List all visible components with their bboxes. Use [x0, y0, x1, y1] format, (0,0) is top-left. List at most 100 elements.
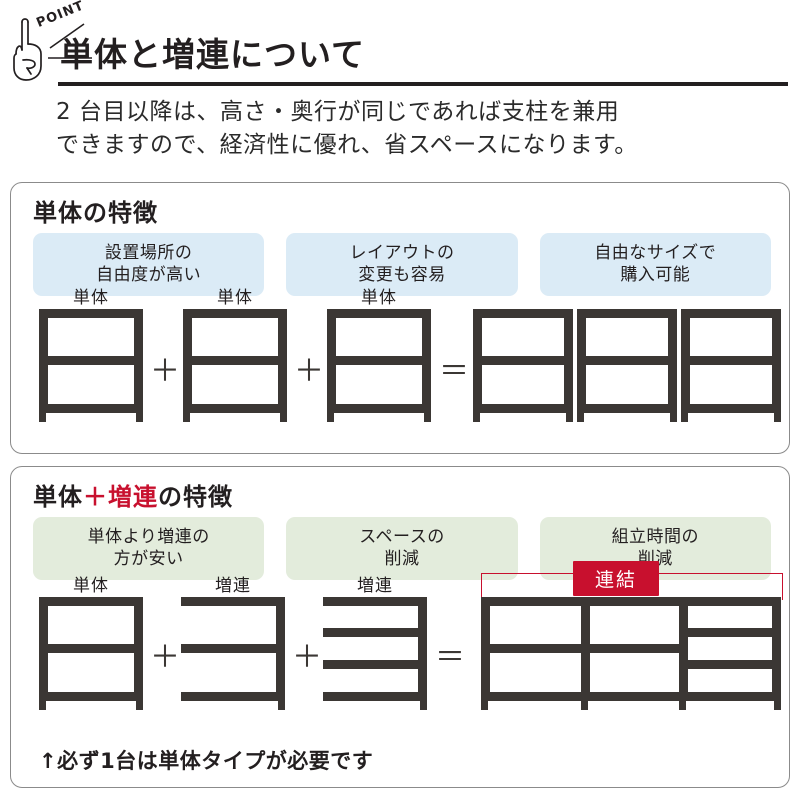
result-connected-unit [481, 597, 781, 710]
leg-mid-1 [581, 701, 588, 710]
unit-caption: 単体 [73, 288, 109, 308]
leg-right [136, 413, 143, 422]
footnote: ↑必ず1台は単体タイプが必要です [39, 749, 374, 773]
leg-left [39, 701, 46, 710]
operator-equals: ＝ [435, 640, 465, 675]
result-shelf-unit [473, 309, 573, 422]
shelf-2 [323, 628, 427, 637]
shelf-middle [39, 356, 143, 365]
panel-combo-title-part1: 単体 [33, 483, 83, 511]
leg-right [136, 701, 143, 710]
shelf-bottom [39, 692, 143, 701]
shelf-bottom [323, 692, 427, 701]
shelf-bottom [473, 404, 573, 413]
shelf-unit-addon: 増連 [323, 576, 427, 710]
shelf-top [681, 309, 781, 318]
lead-line-1: 2 台目以降は、高さ・奥行が同じであれば支柱を兼用 [56, 99, 620, 125]
leg-right [278, 701, 285, 710]
lead-paragraph: 2 台目以降は、高さ・奥行が同じであれば支柱を兼用 できますので、経済性に優れ、… [56, 96, 756, 161]
shelf-bottom [681, 404, 781, 413]
pointing-hand-icon [13, 18, 42, 81]
shelf-top [473, 309, 573, 318]
feature-list-combo: 単体より増連の方が安い スペースの削減 組立時間の削減 [33, 517, 771, 580]
operator-plus: ＋ [292, 640, 322, 675]
leg-right [420, 701, 427, 710]
bay1-shelf-middle [481, 644, 590, 653]
connection-badge: 連結 [573, 561, 660, 596]
leg-left [39, 413, 46, 422]
leg-right [774, 701, 781, 710]
post-right [772, 597, 781, 701]
unit-caption: 単体 [361, 288, 397, 308]
shelf-bottom-full [481, 692, 781, 701]
leg-left [183, 413, 190, 422]
panel-combo-title-plus: ＋ [83, 483, 108, 511]
shelf-top [181, 597, 285, 606]
shelf-top [577, 309, 677, 318]
panel-single-title: 単体の特徴 [33, 199, 158, 227]
leg-left [327, 413, 334, 422]
panel-combo-title-part2: 増連 [108, 483, 158, 511]
panel-single-unit: 単体の特徴 設置場所の自由度が高い レイアウトの変更も容易 自由なサイズで購入可… [10, 182, 790, 454]
leg-right [670, 413, 677, 422]
feature-text: レイアウトの変更も容易 [349, 243, 455, 286]
operator-plus: ＋ [150, 354, 180, 389]
shelf-middle [577, 356, 677, 365]
panel-combo-title-part3: の特徴 [158, 483, 233, 511]
leg-left [473, 413, 480, 422]
operator-equals: ＝ [439, 354, 469, 389]
header: POINT 単体と増連について 2 台目以降は、高さ・奥行が同じであれば支柱を兼… [0, 0, 800, 158]
leg-right [774, 413, 781, 422]
shelf-bottom [183, 404, 287, 413]
point-leader-lines [48, 23, 92, 59]
bay3-shelf-3 [679, 660, 781, 669]
leg-left [681, 413, 688, 422]
post-right [418, 597, 427, 701]
shelf-middle [681, 356, 781, 365]
shelf-middle [181, 644, 285, 653]
feature-box: スペースの削減 [286, 517, 518, 580]
shelf-bottom [577, 404, 677, 413]
leg-right [280, 413, 287, 422]
title-underline [58, 82, 788, 86]
operator-plus: ＋ [294, 354, 324, 389]
leg-mid-2 [679, 701, 686, 710]
shelf-unit-addon: 増連 [181, 576, 285, 710]
panel-combo-unit: 単体＋増連の特徴 単体より増連の方が安い スペースの削減 組立時間の削減 単体 [10, 466, 790, 788]
shelf-unit: 単体 [183, 288, 287, 422]
diagram-single-units: 単体 ＋ 単体 ＋ [11, 288, 791, 447]
shelf-unit: 単体 [327, 288, 431, 422]
unit-caption: 増連 [215, 576, 251, 596]
leg-right [424, 413, 431, 422]
shelf-bottom [39, 404, 143, 413]
shelf-unit: 単体 [39, 288, 143, 422]
diagram-combo-units: 単体 ＋ 増連 ＋ 増連 [11, 561, 791, 737]
shelf-top [323, 597, 427, 606]
shelf-unit-single: 単体 [39, 576, 143, 710]
leg-left [481, 701, 488, 710]
shelf-top [39, 597, 143, 606]
feature-box: レイアウトの変更も容易 [286, 233, 518, 296]
feature-box: 自由なサイズで購入可能 [539, 233, 771, 296]
feature-box: 設置場所の自由度が高い [33, 233, 265, 296]
shelf-bottom [327, 404, 431, 413]
unit-caption: 単体 [217, 288, 253, 308]
leg-left [577, 413, 584, 422]
shelf-middle [39, 644, 143, 653]
unit-caption: 単体 [73, 576, 109, 596]
feature-text: スペースの削減 [359, 527, 445, 570]
lead-line-2: できますので、経済性に優れ、省スペースになります。 [56, 131, 638, 158]
shelf-top [183, 309, 287, 318]
shelf-middle [473, 356, 573, 365]
feature-text: 設置場所の自由度が高い [96, 243, 202, 286]
feature-text: 単体より増連の方が安い [87, 527, 210, 570]
shelf-top [327, 309, 431, 318]
shelf-top [39, 309, 143, 318]
shelf-bottom [181, 692, 285, 701]
operator-plus: ＋ [150, 640, 180, 675]
shelf-3 [323, 660, 427, 669]
result-shelf-unit [681, 309, 781, 422]
shelf-middle [327, 356, 431, 365]
leg-right [566, 413, 573, 422]
